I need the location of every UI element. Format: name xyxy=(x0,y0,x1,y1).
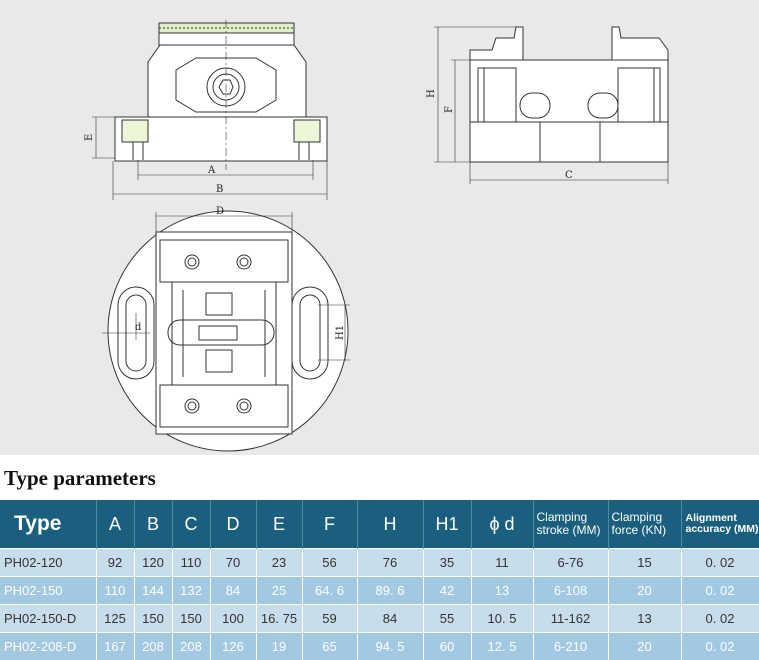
cell-a: 167 xyxy=(96,632,135,660)
dim-label-h1: H1 xyxy=(335,325,346,340)
cell-d: 126 xyxy=(210,632,257,660)
cell-e: 25 xyxy=(256,576,303,605)
vise-drawing-svg: A B E H F C D H1 d xyxy=(84,20,669,452)
cell-type: PH02-150 xyxy=(0,576,97,605)
cell-e: 16. 75 xyxy=(256,604,303,633)
cell-phi-d: 12. 5 xyxy=(471,632,534,660)
cell-clamping-force: 15 xyxy=(608,548,682,577)
cell-a: 110 xyxy=(96,576,135,605)
cell-a: 92 xyxy=(96,548,135,577)
cell-c: 132 xyxy=(172,576,211,605)
cell-clamping-stroke: 6-210 xyxy=(533,632,609,660)
cell-d: 70 xyxy=(210,548,257,577)
parameter-table: Type A B C D E F H H1 ϕ d Clamping strok… xyxy=(0,500,759,660)
header-e: E xyxy=(256,500,303,549)
section-title: Type parameters xyxy=(4,466,156,490)
cell-b: 120 xyxy=(134,548,173,577)
header-d: D xyxy=(210,500,257,549)
dim-label-b: B xyxy=(216,184,223,195)
cell-alignment-accuracy: 0. 02 xyxy=(681,548,759,577)
cell-alignment-accuracy: 0. 02 xyxy=(681,632,759,660)
cell-type: PH02-120 xyxy=(0,548,97,577)
cell-type: PH02-208-D xyxy=(0,632,97,660)
cell-h: 76 xyxy=(357,548,424,577)
cell-h1: 35 xyxy=(423,548,472,577)
cell-type: PH02-150-D xyxy=(0,604,97,633)
header-phi-d: ϕ d xyxy=(471,500,534,549)
cell-e: 23 xyxy=(256,548,303,577)
cell-d: 84 xyxy=(210,576,257,605)
cell-h1: 60 xyxy=(423,632,472,660)
cell-d: 100 xyxy=(210,604,257,633)
cell-clamping-force: 20 xyxy=(608,632,682,660)
side-view xyxy=(434,26,669,184)
cell-a: 125 xyxy=(96,604,135,633)
header-h: H xyxy=(357,500,424,549)
cell-f: 56 xyxy=(302,548,358,577)
header-a: A xyxy=(96,500,135,549)
cell-clamping-stroke: 6-76 xyxy=(533,548,609,577)
cell-h: 89. 6 xyxy=(357,576,424,605)
header-f: F xyxy=(302,500,358,549)
cell-b: 208 xyxy=(134,632,173,660)
header-clamping-force: Clamping force (KN) xyxy=(608,500,682,549)
header-alignment-accuracy: Alignment accuracy (MM) xyxy=(681,500,759,549)
cell-phi-d: 13 xyxy=(471,576,534,605)
cell-c: 208 xyxy=(172,632,211,660)
header-h1: H1 xyxy=(423,500,472,549)
cell-clamping-force: 13 xyxy=(608,604,682,633)
header-c: C xyxy=(172,500,211,549)
table-header-row: Type A B C D E F H H1 ϕ d Clamping strok… xyxy=(0,500,759,549)
dim-label-e: E xyxy=(84,134,95,141)
table-row: PH02-208-D 167 208 208 126 19 65 94. 5 6… xyxy=(0,632,759,660)
table-row: PH02-150-D 125 150 150 100 16. 75 59 84 … xyxy=(0,604,759,633)
cell-f: 65 xyxy=(302,632,358,660)
cell-b: 144 xyxy=(134,576,173,605)
technical-drawing: A B E H F C D H1 d xyxy=(0,0,759,455)
header-type: Type xyxy=(0,500,97,549)
cell-alignment-accuracy: 0. 02 xyxy=(681,576,759,605)
cell-clamping-stroke: 11-162 xyxy=(533,604,609,633)
table-row: PH02-120 92 120 110 70 23 56 76 35 11 6-… xyxy=(0,548,759,577)
dim-label-d-hole: d xyxy=(135,322,142,333)
cell-c: 150 xyxy=(172,604,211,633)
top-view xyxy=(102,210,350,452)
cell-phi-d: 11 xyxy=(471,548,534,577)
dim-label-h: H xyxy=(426,89,437,98)
cell-f: 64. 6 xyxy=(302,576,358,605)
dim-label-d: D xyxy=(216,206,224,217)
cell-f: 59 xyxy=(302,604,358,633)
dim-label-c: C xyxy=(565,170,573,181)
dim-label-a: A xyxy=(207,165,216,176)
cell-clamping-stroke: 6-108 xyxy=(533,576,609,605)
cell-clamping-force: 20 xyxy=(608,576,682,605)
dim-label-f: F xyxy=(444,106,455,113)
cell-e: 19 xyxy=(256,632,303,660)
cell-h1: 42 xyxy=(423,576,472,605)
cell-h: 94. 5 xyxy=(357,632,424,660)
cell-c: 110 xyxy=(172,548,211,577)
cell-alignment-accuracy: 0. 02 xyxy=(681,604,759,633)
cell-h: 84 xyxy=(357,604,424,633)
cell-h1: 55 xyxy=(423,604,472,633)
cell-b: 150 xyxy=(134,604,173,633)
table-row: PH02-150 110 144 132 84 25 64. 6 89. 6 4… xyxy=(0,576,759,605)
cell-phi-d: 10. 5 xyxy=(471,604,534,633)
front-view xyxy=(92,20,328,200)
header-b: B xyxy=(134,500,173,549)
header-clamping-stroke: Clamping stroke (MM) xyxy=(533,500,609,549)
